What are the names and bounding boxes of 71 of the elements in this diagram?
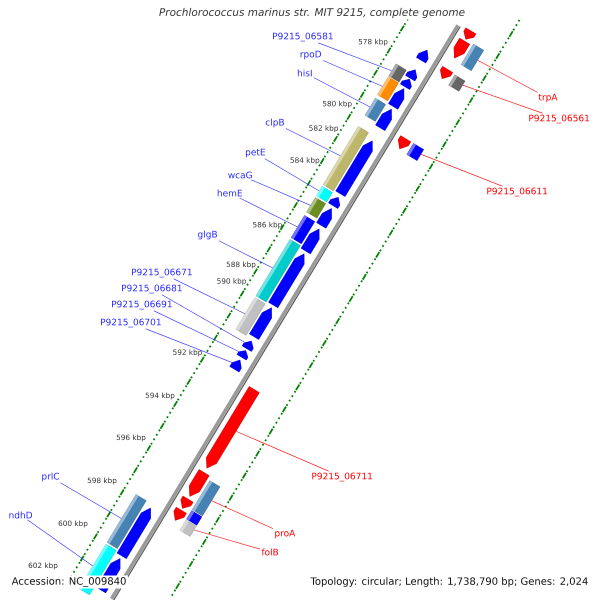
gene-label: petE: [246, 148, 266, 158]
gene-label: hemE: [218, 190, 242, 196]
gene-segment: [405, 69, 418, 82]
leader-line: [318, 42, 392, 72]
gene-segment: [335, 140, 373, 197]
gene-label: P9215_06681: [122, 284, 182, 294]
gene-label: glgB: [198, 230, 217, 240]
leader-line: [145, 328, 232, 363]
gene-label: P9215_06561: [529, 114, 590, 124]
leader-line: [60, 482, 122, 519]
leader-line: [420, 154, 503, 186]
gene-label: hisI: [298, 70, 312, 76]
leader-line: [218, 240, 273, 268]
leader-line: [27, 520, 93, 566]
gene-segment: [268, 254, 304, 308]
gene-segment: [388, 88, 404, 110]
gene-label: P9215_06671: [132, 268, 192, 278]
leader-line: [212, 500, 274, 529]
leader-line: [314, 77, 370, 108]
title: Prochlorococcus marinus str. MIT 9215, complete genome: [157, 6, 467, 20]
gene-block: [192, 480, 220, 516]
gene-segment: [316, 208, 332, 229]
gene-label: wcaG: [228, 172, 252, 178]
gene-segment: [400, 78, 412, 90]
gene-label: P9215_06581: [273, 32, 333, 42]
leader-line: [286, 128, 341, 156]
gene-label: folB: [262, 548, 278, 556]
gene-segment: [180, 496, 194, 509]
gene-block: [406, 143, 424, 161]
leader-line: [264, 158, 320, 192]
gene-segment: [249, 307, 272, 340]
gene-label: ndhD: [9, 512, 32, 518]
leader-line: [322, 60, 383, 87]
gene-label: P9215_06711: [312, 472, 372, 482]
gene-segment: [328, 197, 340, 209]
gene-segment: [454, 38, 470, 58]
leader-line: [162, 294, 244, 342]
leader-line: [154, 310, 239, 352]
leader-line: [462, 84, 543, 114]
gene-segment: [464, 28, 476, 40]
gene-segment: [375, 108, 392, 131]
gene-segment: [242, 340, 254, 352]
leader-line: [194, 530, 260, 550]
gene-label: rpoD: [300, 50, 322, 60]
gene-segment: [300, 228, 320, 254]
leader-line: [239, 198, 298, 228]
gene-label: P9215_06701: [101, 318, 161, 328]
gene-label: prlC: [42, 472, 60, 482]
gene-segment: [174, 506, 187, 521]
gene-label: P9215_06691: [112, 300, 172, 310]
genome-info-label: Topology: circular; Length: 1,738,790 bp; Genes: 2,024: [308, 576, 590, 588]
leader-line: [236, 431, 329, 472]
gene-block: [460, 44, 484, 71]
gene-segment: [236, 350, 248, 360]
gene-segment: [229, 360, 242, 372]
leader-line: [173, 278, 246, 314]
gene-label: clpB: [266, 118, 284, 128]
gene-block: [180, 520, 196, 537]
accession-label: Accession: NC_009840: [10, 576, 128, 588]
gene-segment: [398, 135, 412, 150]
gene-segment: [206, 386, 260, 468]
gene-label: proA: [275, 530, 296, 538]
gene-segment: [416, 50, 428, 64]
gene-segment: [116, 508, 151, 559]
leader-line: [251, 180, 311, 206]
gene-label: P9215_06611: [487, 188, 548, 196]
gene-segment: [189, 469, 210, 497]
gene-segment: [440, 66, 453, 79]
leader-line: [478, 60, 538, 93]
gene-label: trpA: [538, 94, 558, 102]
gene-block: [448, 74, 466, 92]
